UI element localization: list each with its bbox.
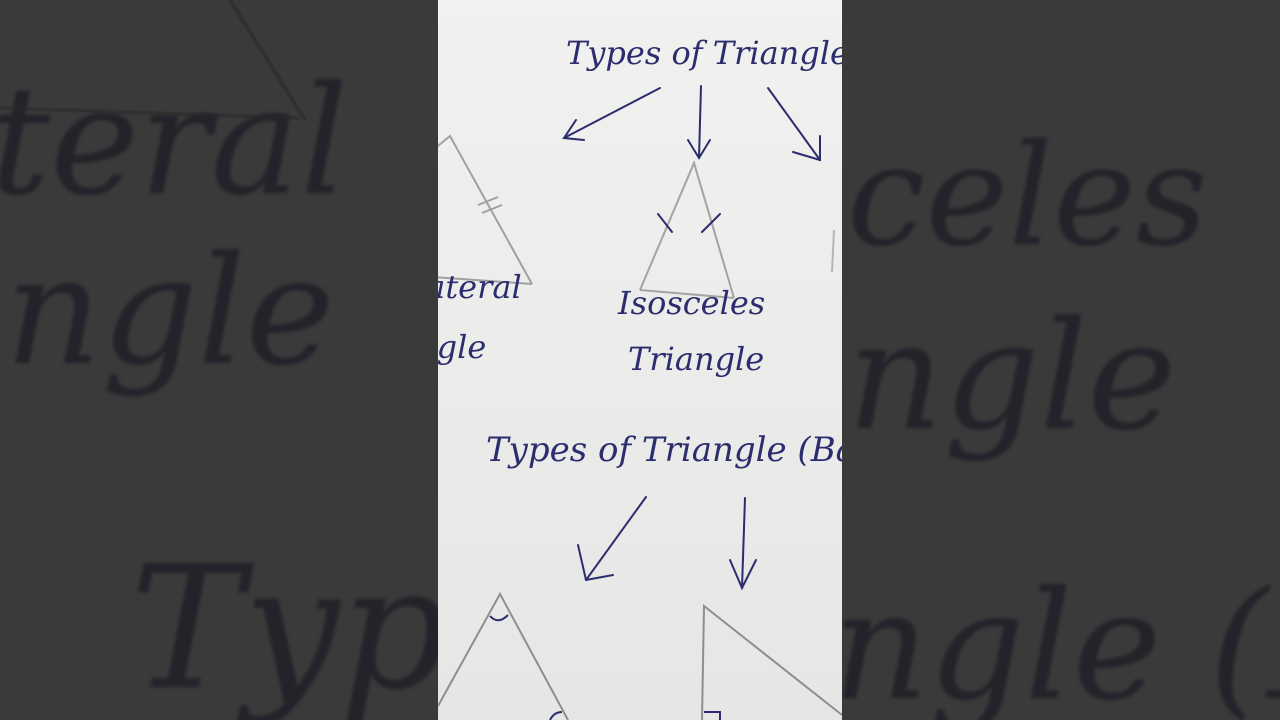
right-triangle-drawing — [701, 603, 842, 720]
isosceles-triangle-drawing — [639, 160, 735, 299]
equilateral-triangle-drawing — [438, 134, 533, 285]
pencil-sketch-layer — [438, 85, 842, 720]
arrow-down-icon — [729, 497, 757, 591]
arrow-left-icon — [577, 496, 647, 582]
ghost-text-line3: ngle (Bas — [842, 560, 1280, 720]
ghost-text-line2: ngle — [847, 290, 1177, 464]
isosceles-label-line1: Isosceles — [618, 284, 766, 322]
arrow-left-icon — [562, 87, 661, 141]
blurred-background-right: celes ngle ngle (Bas — [842, 0, 1280, 720]
blurred-background-left: teral ngle Types — [0, 0, 438, 720]
isosceles-label-line2: Triangle — [628, 340, 765, 378]
right-triangle-edge — [831, 229, 835, 273]
ghost-text-line1: celes — [847, 115, 1208, 278]
notebook-page: Types of Triangle lateral ngle Isosceles… — [438, 0, 842, 720]
heading-types-of-triangle: Types of Triangle — [566, 34, 842, 72]
ghost-text-line3: Types — [130, 530, 438, 720]
ghost-text-line1: teral — [0, 55, 349, 229]
heading-types-of-triangle-basis: Types of Triangle (Bas — [486, 430, 842, 470]
equal-side-marks — [657, 213, 721, 233]
ghost-sketch-left — [0, 0, 307, 122]
ghost-text-line2: ngle — [5, 225, 335, 399]
equilateral-label-line2: ngle — [438, 328, 487, 366]
equilateral-label-line1: lateral — [438, 268, 522, 306]
arrow-right-icon — [767, 87, 821, 162]
acute-triangle-drawing — [438, 591, 569, 720]
arrow-down-icon — [687, 85, 711, 160]
